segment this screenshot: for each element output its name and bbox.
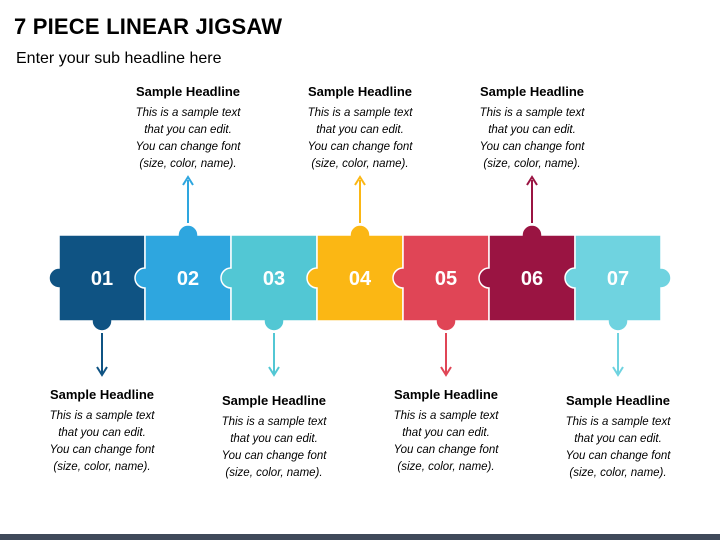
puzzle-piece-5: 05 <box>392 234 500 377</box>
block-body-line: (size, color, name). <box>311 158 409 170</box>
block-body-line: You can change font <box>307 141 413 153</box>
block-body-line: You can change font <box>393 444 499 456</box>
block-body-line: (size, color, name). <box>139 158 237 170</box>
puzzle-piece-7: 07 <box>564 234 672 377</box>
block-body-line: (size, color, name). <box>53 461 151 473</box>
block-headline: Sample Headline <box>479 84 585 99</box>
block-body-line: that you can edit. <box>574 433 662 445</box>
connector-arrow-icon <box>354 175 366 223</box>
block-headline: Sample Headline <box>135 84 241 99</box>
block-headline: Sample Headline <box>393 387 499 402</box>
puzzle-piece-number: 04 <box>349 268 372 290</box>
page-title: 7 PIECE LINEAR JIGSAW <box>14 14 283 39</box>
block-body-line: You can change font <box>221 450 327 462</box>
puzzle-piece-3: 03 <box>220 234 328 377</box>
puzzle-piece-number: 02 <box>177 268 199 290</box>
connector-arrow-icon <box>526 175 538 223</box>
puzzle-piece-2: 02 <box>134 175 242 322</box>
puzzle-piece-number: 06 <box>521 268 543 290</box>
connector-arrow-icon <box>182 175 194 223</box>
block-headline: Sample Headline <box>49 387 155 402</box>
block-body-line: (size, color, name). <box>397 461 495 473</box>
puzzle-piece-6: 06 <box>478 175 586 322</box>
puzzle-piece-number: 01 <box>91 268 113 290</box>
block-body-line: that you can edit. <box>402 427 490 439</box>
connector-arrow-icon <box>268 333 280 377</box>
block-headline: Sample Headline <box>221 393 327 408</box>
puzzle-piece-number: 03 <box>263 268 285 290</box>
block-body-line: (size, color, name). <box>569 467 667 479</box>
block-body-line: You can change font <box>565 450 671 462</box>
footer-bar <box>0 534 720 540</box>
block-body-line: that you can edit. <box>58 427 146 439</box>
block-headline: Sample Headline <box>565 393 671 408</box>
block-body-line: This is a sample text <box>565 416 671 428</box>
block-body-line: You can change font <box>49 444 155 456</box>
puzzle-piece-1: 01 <box>48 234 156 377</box>
puzzle-piece-number: 05 <box>435 268 457 290</box>
block-body-line: that you can edit. <box>488 124 576 136</box>
connector-arrow-icon <box>440 333 452 377</box>
block-body-line: You can change font <box>135 141 241 153</box>
puzzle-piece-shape <box>564 234 672 332</box>
block-body-line: This is a sample text <box>393 410 499 422</box>
block-body-line: that you can edit. <box>144 124 232 136</box>
puzzle-piece-number: 07 <box>607 268 629 290</box>
block-body-line: that you can edit. <box>230 433 318 445</box>
block-body-line: This is a sample text <box>135 107 241 119</box>
block-body-line: This is a sample text <box>49 410 155 422</box>
page-subtitle: Enter your sub headline here <box>16 50 222 67</box>
block-body-line: This is a sample text <box>307 107 413 119</box>
block-body-line: You can change font <box>479 141 585 153</box>
block-body-line: (size, color, name). <box>483 158 581 170</box>
connector-arrow-icon <box>612 333 624 377</box>
block-body-line: This is a sample text <box>221 416 327 428</box>
block-body-line: (size, color, name). <box>225 467 323 479</box>
block-body-line: This is a sample text <box>479 107 585 119</box>
connector-arrow-icon <box>96 333 108 377</box>
block-body-line: that you can edit. <box>316 124 404 136</box>
block-headline: Sample Headline <box>307 84 413 99</box>
puzzle-piece-4: 04 <box>306 175 414 322</box>
